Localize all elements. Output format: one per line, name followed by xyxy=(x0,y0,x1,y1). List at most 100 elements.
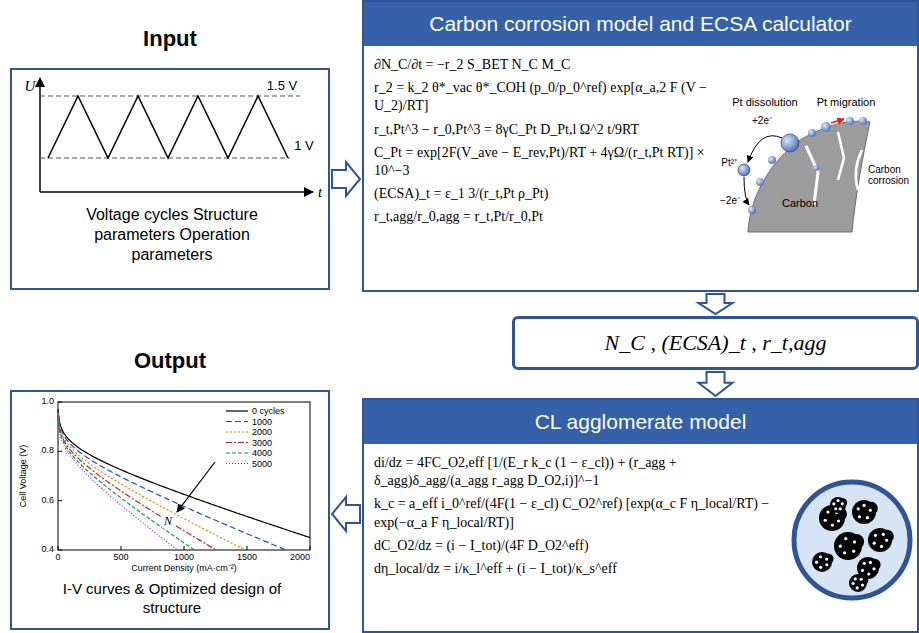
axis-title: Cell Voltage (V) xyxy=(19,445,29,508)
io-panel: OutputI-V curves & Optimized design of s… xyxy=(10,390,330,630)
legend-sample xyxy=(226,452,248,453)
carbon-cluster xyxy=(812,552,834,572)
tick-mark xyxy=(310,546,311,550)
pt-particle xyxy=(821,122,831,132)
carbon-cluster xyxy=(849,574,868,592)
block-arrow xyxy=(699,372,733,396)
tick-mark xyxy=(247,546,248,550)
tick-mark xyxy=(58,500,62,501)
process-label: Pt migration xyxy=(817,96,876,108)
equation-list: ∂N_C/∂t = −r_2 S_BET N_C M_Cr_2 = k_2 θ*… xyxy=(374,56,714,232)
pt-particle xyxy=(756,178,764,186)
result-variables: N_C , (ECSA)_t , r_t,agg xyxy=(605,330,827,356)
equation: dC_O2/dz = (i − I_tot)/(4F D_O2^eff) xyxy=(374,537,784,555)
carbon-cluster xyxy=(830,497,847,513)
equation: (ECSA)_t = ε_1 3/(r_t,Pt ρ_Pt) xyxy=(374,185,714,203)
trend-arrow xyxy=(177,462,215,512)
result-box: N_C , (ECSA)_t , r_t,agg xyxy=(512,316,919,370)
axis-title: Current Density (mA·cm⁻²) xyxy=(131,564,237,574)
equation: r_t,agg/r_0,agg = r_t,Pt/r_0,Pt xyxy=(374,208,714,226)
model-header: Carbon corrosion model and ECSA calculat… xyxy=(364,2,917,46)
pt-ion xyxy=(738,164,750,176)
polarization-curve xyxy=(58,417,194,549)
u-axis xyxy=(39,78,41,192)
polarization-curve xyxy=(58,411,286,550)
equation: k_c = a_eff i_0^ref/(4F(1 − ε_cl) C_O2^r… xyxy=(374,495,784,531)
pt-particle xyxy=(748,206,756,214)
redeposition-arrow xyxy=(744,177,749,205)
equation: C_Pt = exp[2F(V_ave − E_rev,Pt)/RT + 4γΩ… xyxy=(374,144,714,180)
panel-caption: Voltage cycles Structure parameters Oper… xyxy=(77,205,267,265)
corrosion-crack xyxy=(838,132,844,180)
axis-symbol: U xyxy=(25,78,36,95)
equation: r_t,Pt^3 − r_0,Pt^3 = 8γC_Pt D_Pt,l Ω^2 … xyxy=(374,121,714,139)
process-label: Pt dissolution xyxy=(732,96,797,108)
polarization-curve xyxy=(58,413,244,549)
legend-sample xyxy=(226,410,248,411)
pt-particle xyxy=(859,117,867,125)
electron-label: +2e⁻ xyxy=(752,115,772,126)
corrosion-crack xyxy=(856,150,862,190)
tick-label: 1500 xyxy=(237,553,257,563)
legend-text: 0 cycles xyxy=(252,406,285,416)
legend-sample xyxy=(226,431,248,432)
equation: dη_local/dz = i/κ_l^eff + (i − I_tot)/κ_… xyxy=(374,560,784,578)
block-arrow xyxy=(699,294,733,314)
model-panel: CL agglomerate model di/dz = 4FC_O2,eff [… xyxy=(362,398,919,633)
carbon-cluster xyxy=(868,528,894,552)
legend-sample xyxy=(226,463,248,464)
tick-mark xyxy=(58,402,62,403)
dissolution-arrow xyxy=(748,136,782,162)
carbon-support xyxy=(748,121,870,232)
pt-particle xyxy=(808,129,816,137)
tick-label: 2000 xyxy=(290,553,310,563)
lower-limit-line xyxy=(40,158,290,159)
carbon-corrosion-illustration xyxy=(738,117,870,232)
equation-list: di/dz = 4FC_O2,eff [1/(E_r k_c (1 − ε_cl… xyxy=(374,454,784,583)
tick-label: 0.4 xyxy=(41,545,54,555)
block-arrow xyxy=(332,162,360,196)
model-header: CL agglomerate model xyxy=(364,400,917,444)
panel-heading: Input xyxy=(12,26,328,52)
tick-label: 0.8 xyxy=(41,446,54,456)
carbon-cluster xyxy=(852,500,878,524)
plot-frame xyxy=(58,402,310,550)
pt-particle xyxy=(813,165,819,171)
block-arrow xyxy=(332,497,360,531)
pt-particle xyxy=(846,117,854,125)
panel-caption: I-V curves & Optimized design of structu… xyxy=(42,580,302,618)
tick-label: 1000 xyxy=(174,553,194,563)
ion-label: Pt²⁺ xyxy=(721,157,737,168)
voltage-cycle-plot xyxy=(40,78,313,192)
panel-heading: Output xyxy=(12,348,328,374)
agglomerate-outline xyxy=(794,482,910,598)
polarization-curve xyxy=(58,415,216,549)
tick-label: 0 xyxy=(55,553,60,563)
carbon-cluster xyxy=(834,532,864,560)
io-panel: InputVoltage cycles Structure parameters… xyxy=(10,68,330,290)
tick-mark xyxy=(58,546,59,550)
tick-mark xyxy=(121,546,122,550)
legend-sample xyxy=(226,421,248,422)
voltage-limit: 1.5 V xyxy=(267,79,297,93)
tick-mark xyxy=(184,546,185,550)
agglomerate-illustration xyxy=(794,482,910,598)
electron-label: −2e⁻ xyxy=(720,195,740,206)
pt-particle xyxy=(781,134,799,152)
legend-text: 4000 xyxy=(252,448,272,458)
tick-mark xyxy=(58,550,62,551)
legend-text: 5000 xyxy=(252,459,272,469)
triangle-wave xyxy=(48,96,288,158)
legend-sample xyxy=(226,442,248,443)
axis-symbol: t xyxy=(318,184,322,201)
iv-plot xyxy=(58,402,310,550)
equation: r_2 = k_2 θ*_vac θ*_COH (p_0/p_0^ref) ex… xyxy=(374,79,714,115)
pt-particle xyxy=(768,156,776,164)
trend-label: N xyxy=(162,515,174,528)
process-label: Carbon corrosion xyxy=(868,164,917,186)
corrosion-crack xyxy=(806,146,818,205)
legend-text: 1000 xyxy=(252,417,272,427)
voltage-limit: 1 V xyxy=(294,139,314,153)
t-axis xyxy=(40,191,313,193)
